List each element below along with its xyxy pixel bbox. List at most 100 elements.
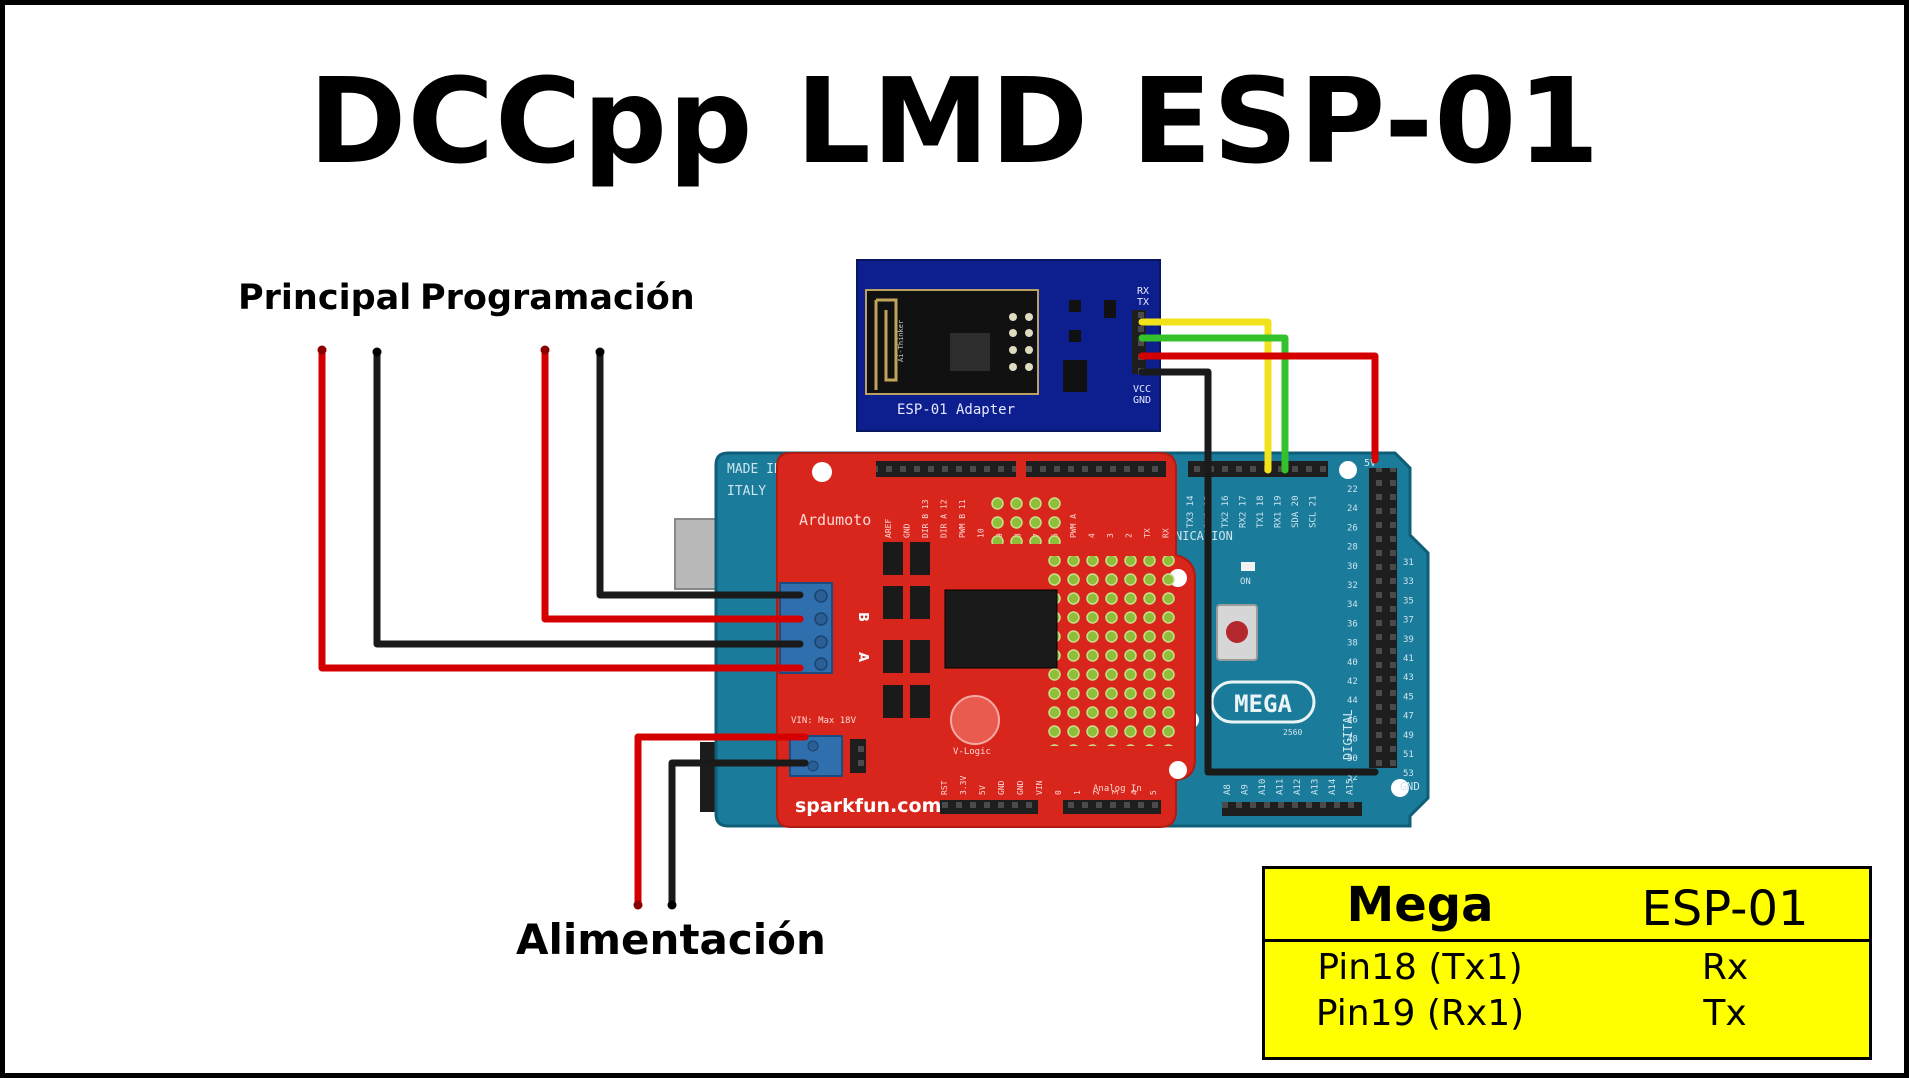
- analog-pin-label: A9: [1241, 784, 1251, 795]
- shield-pin-label: DIR A 12: [940, 499, 949, 538]
- digital-pin-label: 33: [1403, 577, 1414, 587]
- digital-pin-label: 47: [1403, 712, 1414, 722]
- pin-table-cell-mega: Pin18 (Tx1): [1317, 947, 1523, 988]
- wire-endpoints: [317, 345, 677, 910]
- digital-pin-label: 48: [1347, 735, 1358, 745]
- digital-pin-label: 44: [1347, 696, 1358, 706]
- vin-label: VIN: Max 18V: [791, 716, 857, 726]
- shield-pin-label: PWM A: [1069, 514, 1078, 538]
- digital-pin-label: 49: [1403, 731, 1414, 741]
- wires: [318, 318, 1379, 909]
- pin-table-row: Pin18 (Tx1) Rx: [1265, 947, 1869, 993]
- digital-pin-label: 34: [1347, 600, 1358, 610]
- digital-pin-label: 35: [1403, 596, 1414, 606]
- wire-esp-red: [1138, 352, 1379, 464]
- pin-table-cell-esp: Rx: [1701, 947, 1749, 988]
- shield-pin-label: DIR B 13: [921, 499, 930, 538]
- wire-principal-red: [318, 346, 804, 672]
- esp-module-text: Ai-Thinker: [897, 320, 905, 362]
- shield-pin-label: AREF: [884, 519, 893, 538]
- esp-adapter-label: ESP-01 Adapter: [897, 402, 1015, 418]
- digital-pin-label: 30: [1347, 562, 1358, 572]
- analog-pin-label: A15: [1346, 779, 1356, 795]
- digital-pin-label: 50: [1347, 754, 1358, 764]
- analog-pin-label: A13: [1311, 779, 1321, 795]
- shield-bottom-pin-label: GND: [1016, 780, 1025, 795]
- digital-pin-label: 26: [1347, 523, 1358, 533]
- digital-pin-label: 32: [1347, 581, 1358, 591]
- digital-pin-label: 31: [1403, 558, 1414, 568]
- shield-pin-label: RX: [1162, 528, 1171, 538]
- shield-pin-label: 2: [1125, 533, 1134, 538]
- vlogic-jumper: [950, 695, 1000, 745]
- sparkfun-logo: sparkfun.com: [795, 795, 941, 817]
- esp-pin-tx: TX: [1137, 297, 1149, 308]
- shield-header-left: [876, 461, 1016, 477]
- analog-pin-label: A12: [1293, 779, 1303, 795]
- label-principal: Principal: [238, 278, 412, 318]
- comm-pin-label: TX2 16: [1221, 495, 1231, 528]
- shield-pin-label: 4: [1088, 533, 1097, 538]
- esp-pin-rx: RX: [1137, 286, 1149, 297]
- digital-pin-label: 52: [1347, 773, 1358, 783]
- digital-pin-label: 28: [1347, 543, 1358, 553]
- mega-model: 2560: [1283, 728, 1302, 737]
- digital-pin-label: 24: [1347, 504, 1358, 514]
- shield-bottom-pin-label: GND: [997, 780, 1006, 795]
- shield-pin-label: GND: [903, 523, 912, 538]
- digital-pin-label: 36: [1347, 619, 1358, 629]
- comm-pin-label: TX1 18: [1256, 495, 1266, 528]
- digital-pin-label: 45: [1403, 692, 1414, 702]
- pin-table-header: Mega ESP-01: [1265, 869, 1869, 942]
- digital-label: DIGITAL: [1341, 709, 1355, 760]
- mega-logo: MEGA: [1234, 690, 1292, 718]
- motor-driver-chip: [944, 589, 1058, 669]
- pin-table-header-esp: ESP-01: [1641, 881, 1809, 937]
- vlogic-label: V-Logic: [953, 747, 991, 757]
- label-programacion: Programación: [420, 278, 695, 318]
- shield-pin-label: 10: [977, 528, 986, 538]
- comm-pin-label: SCL 21: [1309, 495, 1319, 528]
- shield-pin-label: TX: [1143, 528, 1152, 538]
- wire-programacion-black: [596, 348, 804, 599]
- comm-pin-label: RX1 19: [1274, 495, 1284, 528]
- shield-bottom-pin-label: VIN: [1035, 780, 1044, 795]
- wire-power-red: [634, 733, 809, 909]
- pin-table-cell-mega: Pin19 (Rx1): [1315, 993, 1525, 1034]
- five-v-label: 5V: [1364, 458, 1376, 469]
- wire-power-black: [668, 759, 809, 909]
- wire-programacion-red: [541, 346, 804, 623]
- digital-pin-label: 46: [1347, 715, 1358, 725]
- digital-pin-label: 40: [1347, 658, 1358, 668]
- shield-bottom-pin-label: 1: [1073, 790, 1082, 795]
- digital-pin-label: 37: [1403, 616, 1414, 626]
- channel-a-label: A: [855, 652, 870, 662]
- proto-area: [1045, 556, 1178, 746]
- shield-bottom-pin-label: 3: [1111, 790, 1120, 795]
- shield-bottom-pin-label: 0: [1054, 790, 1063, 795]
- label-alimentacion: Alimentación: [516, 915, 826, 964]
- analog-pin-label: A11: [1276, 779, 1286, 795]
- shield-bottom-pin-label: 2: [1092, 790, 1101, 795]
- digital-pin-label: 39: [1403, 635, 1414, 645]
- shield-bottom-pin-label: 3.3V: [959, 776, 968, 795]
- comm-pin-label: TX3 14: [1186, 495, 1196, 528]
- comm-header: [1188, 461, 1328, 477]
- capacitors: [883, 542, 930, 718]
- wire-esp-yellow: [1138, 318, 1272, 474]
- analog-header: [1222, 802, 1362, 816]
- digital-pin-label: 53: [1403, 769, 1414, 779]
- digital-pin-label: 41: [1403, 654, 1414, 664]
- digital-pin-label: 51: [1403, 750, 1414, 760]
- shield-analog-header: [1063, 800, 1161, 814]
- shield-bottom-pin-label: 5: [1149, 790, 1158, 795]
- wire-principal-black: [373, 348, 804, 648]
- on-label: ON: [1240, 577, 1251, 587]
